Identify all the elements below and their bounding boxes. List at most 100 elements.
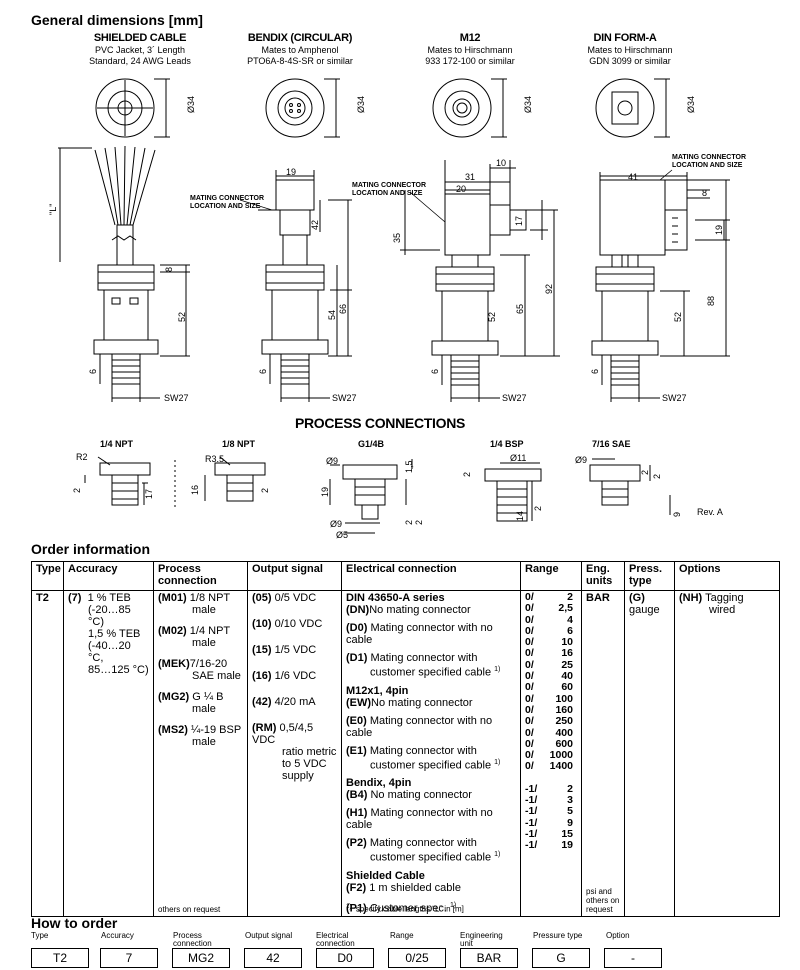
cell-press: (G) gauge [624, 590, 675, 917]
conn-npt18-name: 1/8 NPT [222, 439, 256, 449]
col-units: Eng. units [581, 561, 625, 591]
range-item: 0/10 [525, 636, 573, 649]
order-body-row: T2 (7) 1 % TEB (-20…85 °C) 1,5 % TEB (-4… [31, 590, 780, 917]
col-electrical: Electrical connection [341, 561, 521, 591]
conn-npt14-name: 1/4 NPT [100, 439, 134, 449]
conn-g14b-e: 2 [404, 520, 414, 525]
section-heading-dimensions: General dimensions [mm] [31, 12, 203, 28]
dim-sw27-c: SW27 [502, 393, 527, 403]
dim-8-a: 8 [164, 267, 174, 272]
conn-sae716-r: Ø9 [575, 455, 587, 465]
dim-52-a: 52 [177, 312, 187, 322]
range-item: -1/2 [525, 782, 573, 795]
dim-31: 31 [465, 172, 475, 182]
how-box-electrical: D0 [316, 948, 374, 968]
conn-bsp14-a: 2 [462, 472, 472, 477]
order-header-row: Type Accuracy Process connection Output … [31, 561, 780, 591]
dim-dia-1: Ø34 [186, 96, 196, 113]
conn-g14b-b: 19 [320, 487, 330, 497]
side-view-bendix [258, 170, 352, 402]
conn-g14b-f: 2 [414, 520, 424, 525]
how-label-electrical: Electrical connection [316, 931, 355, 948]
range-item: -1/9 [525, 816, 573, 829]
variant-title-bendix: BENDIX (CIRCULAR) [247, 32, 353, 44]
range-item: -1/15 [525, 827, 573, 840]
top-view-bendix [265, 78, 325, 138]
dim-65: 65 [515, 304, 525, 314]
how-box-range: 0/25 [388, 948, 446, 968]
conn-g14b-r: Ø9 [326, 456, 338, 466]
conn-npt14-r: R2 [76, 452, 88, 462]
col-press: Press. type [624, 561, 675, 591]
cell-units: BAR psi and others on request [581, 590, 625, 917]
range-item: 0/250 [525, 715, 573, 728]
range-item: 0/2 [525, 591, 573, 603]
how-box-accuracy: 7 [100, 948, 158, 968]
cell-electrical: DIN 43650-A series (DN)No mating connect… [341, 590, 521, 917]
side-view-shielded [58, 145, 190, 402]
how-label-option: Option [606, 931, 630, 940]
conn-sae716 [589, 458, 671, 515]
how-label-output: Output signal [245, 931, 293, 940]
how-box-press: G [532, 948, 590, 968]
range-item: -1/19 [525, 839, 573, 852]
conn-sae716-b: 9 [672, 512, 682, 517]
dim-6-a: 6 [88, 369, 98, 374]
conn-sae716-a: 2 [640, 470, 650, 475]
range-list-vacuum: -1/2-1/3-1/5-1/9-1/15-1/19 [525, 782, 577, 852]
conn-bsp14 [484, 462, 542, 522]
mating-label-bendix-2: LOCATION AND SIZE [190, 203, 261, 210]
dim-dia-4: Ø34 [686, 96, 696, 113]
conn-g14b-d: Ø5 [336, 530, 348, 540]
range-item: 0/160 [525, 703, 573, 716]
cell-output: (05) 0/5 VDC (10) 0/10 VDC (15) 1/5 VDC … [247, 590, 342, 917]
col-accuracy: Accuracy [63, 561, 154, 591]
conn-sae716-c: 2 [652, 474, 662, 479]
range-item: 0/400 [525, 726, 573, 739]
dim-sw27-d: SW27 [662, 393, 687, 403]
mating-label-m12-2: LOCATION AND SIZE [352, 190, 423, 197]
side-view-m12 [400, 160, 560, 402]
conn-npt18-a: 2 [260, 488, 270, 493]
dim-19-a: 19 [286, 167, 296, 177]
how-box-option: - [604, 948, 662, 968]
range-item: 0/1400 [525, 760, 573, 773]
range-item: 0/40 [525, 670, 573, 683]
dim-6-b: 6 [258, 369, 268, 374]
rev-label: Rev. A [697, 507, 723, 517]
conn-g14b-c: Ø9 [330, 519, 342, 529]
range-item: 0/4 [525, 613, 573, 626]
dim-20: 20 [456, 184, 466, 194]
conn-bsp14-b: 14 [515, 511, 525, 521]
range-item: 0/60 [525, 681, 573, 694]
how-label-range: Range [390, 931, 414, 940]
section-heading-order: Order information [31, 541, 151, 557]
how-label-accuracy: Accuracy [101, 931, 134, 940]
col-range: Range [520, 561, 582, 591]
how-label-unit: Engineering unit [460, 931, 503, 948]
process-drawing: 1/4 NPT R2 2 17 1/8 NPT R3.5 16 2 G1/4B … [72, 439, 723, 540]
dim-42: 42 [310, 220, 320, 230]
how-label-press: Pressure type [533, 931, 583, 940]
conn-npt18 [204, 456, 266, 502]
conn-npt18-b: 16 [190, 485, 200, 495]
dim-66: 66 [338, 304, 348, 314]
dimension-drawing: Ø34 Ø34 Ø34 Ø34 "L" 8 52 6 SW27 19 42 54… [48, 78, 746, 403]
conn-bsp14-name: 1/4 BSP [490, 439, 524, 449]
dim-dia-3: Ø34 [523, 96, 533, 113]
conn-npt14 [84, 456, 151, 506]
range-item: 0/2,5 [525, 602, 573, 615]
range-item: 0/600 [525, 737, 573, 750]
conn-bsp14-r: Ø11 [510, 453, 526, 463]
conn-npt14-b: 17 [144, 489, 154, 499]
dim-L: "L" [48, 204, 58, 215]
dim-8-b: 8 [702, 188, 707, 198]
dim-6-c: 6 [430, 369, 440, 374]
how-box-output: 42 [244, 948, 302, 968]
dim-sw27-b: SW27 [332, 393, 357, 403]
dim-sw27-a: SW27 [164, 393, 189, 403]
how-label-type: Type [31, 931, 49, 940]
